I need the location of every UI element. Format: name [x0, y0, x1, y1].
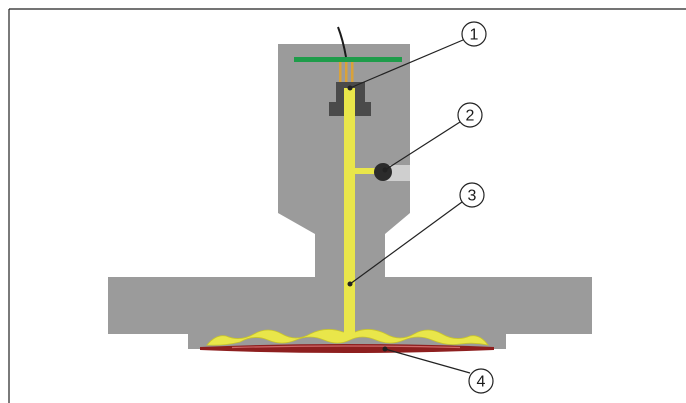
fill-valve-ball — [374, 163, 392, 181]
callout-4-label: 4 — [477, 374, 486, 391]
callout-4: 4 — [468, 368, 494, 394]
sensor-chip-core — [344, 88, 355, 116]
fill-fluid-branch — [355, 168, 381, 174]
circuit-board — [294, 57, 402, 62]
contact-pins — [339, 62, 354, 84]
leader-4 — [384, 348, 471, 374]
signal-cable — [337, 26, 347, 58]
leader-2 — [384, 121, 461, 171]
callout-2-label: 2 — [466, 108, 475, 125]
callout-2: 2 — [457, 102, 483, 128]
leader-dot-1 — [347, 85, 353, 91]
callout-3-label: 3 — [468, 188, 477, 205]
callout-3: 3 — [459, 182, 485, 208]
callout-leaders — [347, 39, 471, 374]
leader-1 — [349, 39, 464, 89]
leader-dot-2 — [382, 167, 388, 173]
fill-fluid-capillary — [344, 86, 355, 334]
callout-1-label: 1 — [470, 27, 479, 44]
diaphragm-highlight — [231, 345, 461, 349]
leader-3 — [349, 201, 463, 285]
leader-dot-3 — [347, 281, 353, 287]
fill-fluid-chamber — [206, 329, 489, 346]
callout-1: 1 — [461, 21, 487, 47]
leader-dot-4 — [382, 346, 388, 352]
